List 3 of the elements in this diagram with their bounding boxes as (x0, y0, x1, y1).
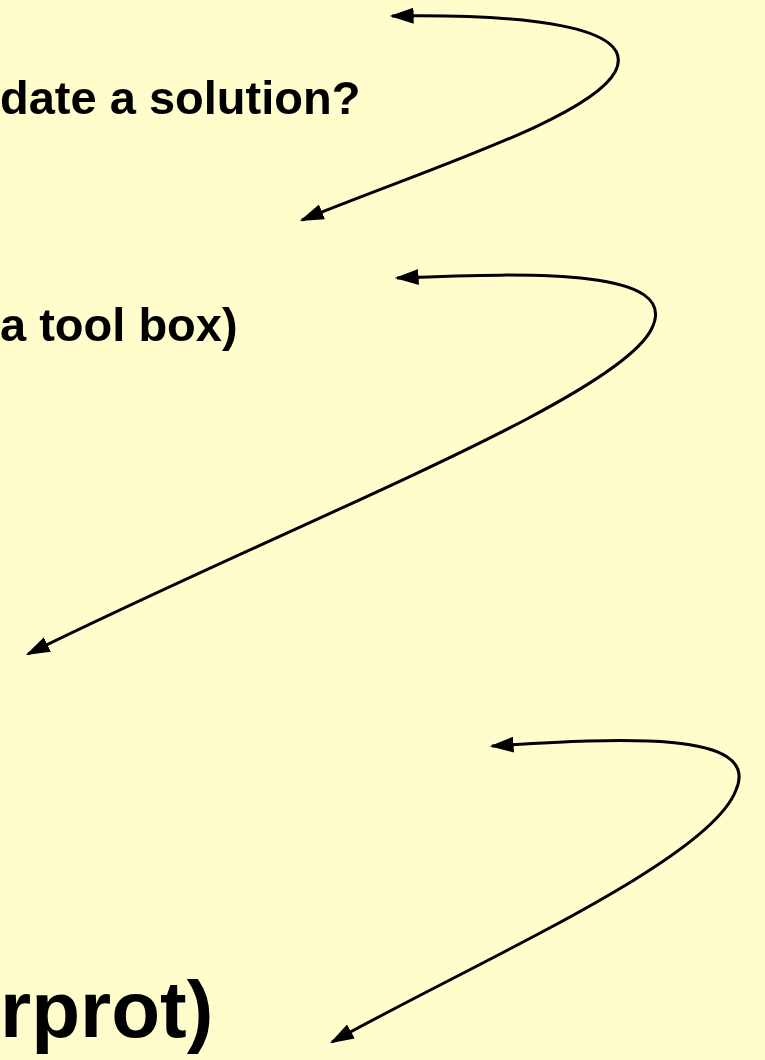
heading-text: rprot) (0, 964, 214, 1056)
heading-text: a tool box) (0, 297, 238, 354)
heading-text: date a solution? (0, 70, 361, 127)
